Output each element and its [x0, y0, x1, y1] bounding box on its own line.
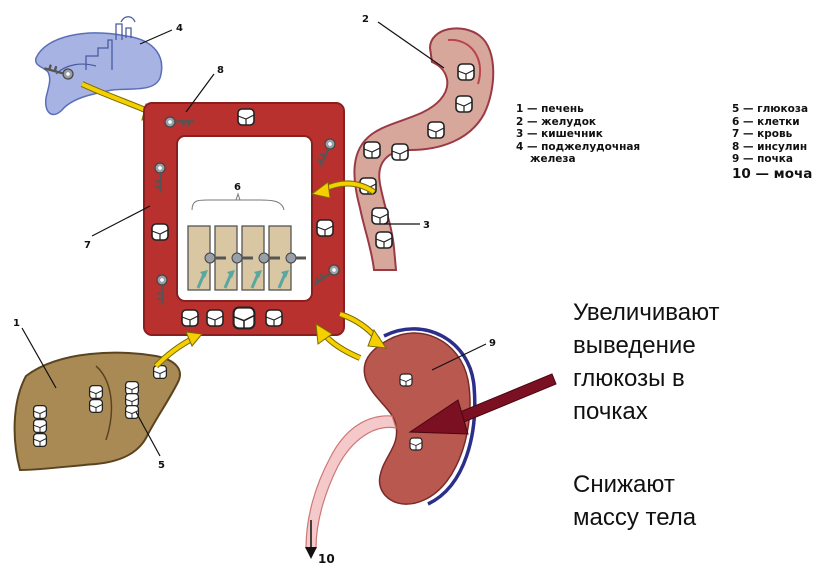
caption-weight-loss: Снижают массу тела: [573, 468, 803, 534]
glucose-icon: [152, 224, 168, 240]
legend-item: 5 — глюкоза: [732, 103, 812, 116]
label-6: 6: [234, 182, 241, 193]
label-10: 10: [318, 552, 335, 565]
blood-vessel-frame: [144, 103, 344, 335]
glucose-icon: [428, 122, 444, 138]
glucose-icon: [376, 232, 392, 248]
caption-line: глюкозы в: [573, 362, 803, 395]
caption-line: выведение: [573, 329, 803, 362]
legend-item: 4 — поджелудочная: [516, 141, 640, 154]
glucose-icon: [207, 310, 223, 326]
glucose-icon: [234, 308, 255, 329]
label-9: 9: [489, 338, 496, 349]
glucose-icon: [364, 142, 380, 158]
legend-item: 2 — желудок: [516, 116, 640, 129]
label-5: 5: [158, 460, 165, 471]
glucose-icon: [126, 382, 139, 395]
glucose-icon: [126, 394, 139, 407]
legend-item: 7 — кровь: [732, 128, 812, 141]
caption-line: Увеличивают: [573, 296, 803, 329]
legend-item: 6 — клетки: [732, 116, 812, 129]
legend-item: железа: [516, 153, 640, 166]
caption-line: почках: [573, 395, 803, 428]
glucose-icon: [154, 366, 167, 379]
label-1: 1: [13, 318, 20, 329]
legend-item: 9 — почка: [732, 153, 812, 166]
legend-organs: 1 — печень 2 — желудок 3 — кишечник 4 — …: [516, 103, 640, 166]
glucose-icon: [34, 406, 47, 419]
label-7: 7: [84, 240, 91, 251]
label-3: 3: [423, 220, 430, 231]
legend-item: 1 — печень: [516, 103, 640, 116]
label-8: 8: [217, 65, 224, 76]
caption-line: массу тела: [573, 501, 803, 534]
glucose-icon: [34, 420, 47, 433]
glucose-icon: [458, 64, 474, 80]
glucose-icon: [456, 96, 472, 112]
label-2: 2: [362, 14, 369, 25]
legend-substances: 5 — глюкоза 6 — клетки 7 — кровь 8 — инс…: [732, 103, 812, 182]
glucose-icon: [372, 208, 388, 224]
glucose-icon: [317, 220, 333, 236]
caption-kidney-excretion: Увеличивают выведение глюкозы в почках: [573, 296, 803, 428]
leader-4: [140, 30, 172, 44]
glucose-icon: [400, 374, 412, 386]
liver: [15, 353, 180, 470]
glucose-icon: [410, 438, 422, 450]
label-4: 4: [176, 23, 183, 34]
leader-7: [92, 206, 150, 236]
pancreas: [36, 17, 162, 115]
glucose-icon: [238, 109, 254, 125]
caption-line: Снижают: [573, 468, 803, 501]
legend-item: 3 — кишечник: [516, 128, 640, 141]
glucose-icon: [182, 310, 198, 326]
glucose-icon: [266, 310, 282, 326]
glucose-icon: [34, 434, 47, 447]
legend-item: 8 — инсулин: [732, 141, 812, 154]
legend-item: 10 — моча: [732, 166, 812, 182]
glucose-icon: [90, 400, 103, 413]
glucose-icon: [392, 144, 408, 160]
glucose-icon: [90, 386, 103, 399]
stomach: [354, 28, 493, 270]
